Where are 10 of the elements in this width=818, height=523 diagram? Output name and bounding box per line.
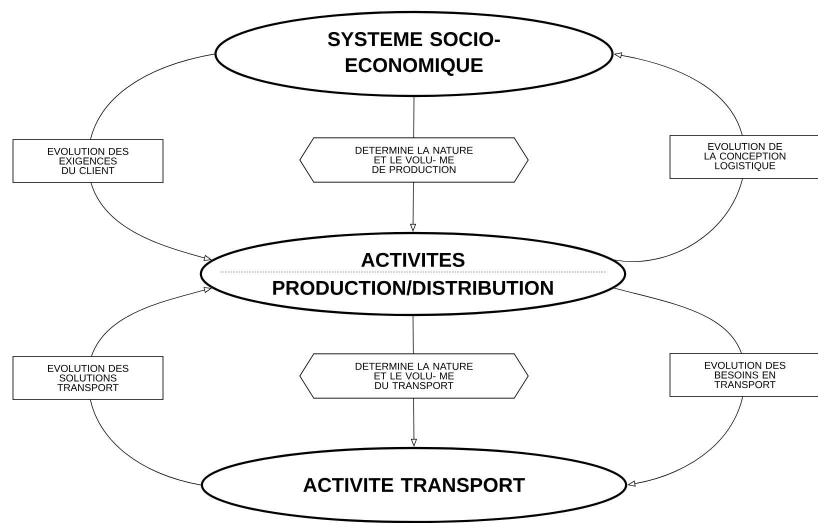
edge-label: DETERMINE LA NATURE ET LE VOLU- ME DE PRODUCTION bbox=[299, 137, 529, 183]
edge-label: DETERMINE LA NATURE ET LE VOLU- ME DU TRANSPORT bbox=[299, 353, 529, 399]
arrow bbox=[614, 52, 746, 262]
edge-label: EVOLUTION DES BESOINS EN TRANSPORT bbox=[670, 353, 818, 397]
edge-label: EVOLUTION DES EXIGENCES DU CLIENT bbox=[12, 139, 164, 183]
ellipse-node: ACTIVITES PRODUCTION/DISTRIBUTION bbox=[200, 232, 626, 316]
arrow bbox=[614, 288, 746, 487]
ellipse-node: SYSTEME SOCIO-ECONOMIQUE bbox=[214, 10, 614, 98]
edge-label: EVOLUTION DE LA CONCEPTION LOGISTIQUE bbox=[670, 135, 818, 179]
edge-label: EVOLUTION DES SOLUTIONS TRANSPORT bbox=[12, 356, 164, 400]
